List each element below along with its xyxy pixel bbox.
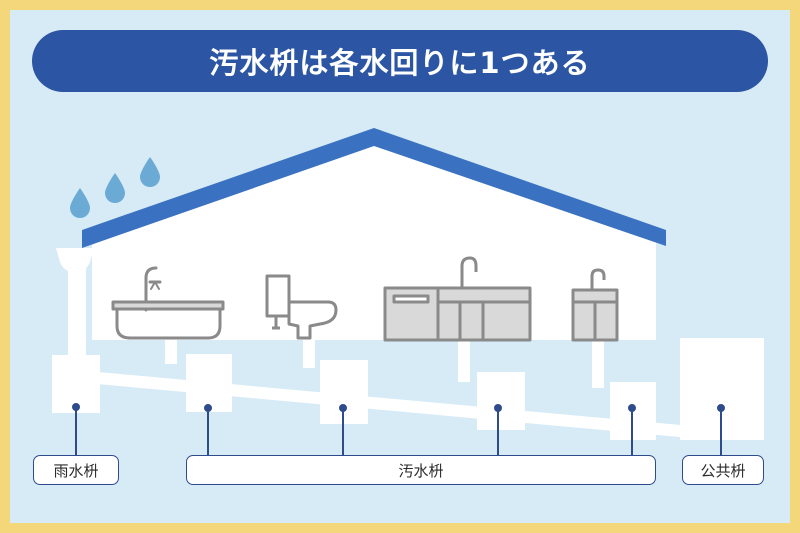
sewage-basin-label: 汚水枡 [186, 455, 656, 485]
label-connectors [72, 403, 725, 455]
raindrops [70, 157, 160, 218]
diagram-canvas: 汚水枡は各水回りに1つある [10, 10, 790, 523]
house-drainage-illustration [52, 128, 764, 455]
public-basin-label: 公共枡 [682, 455, 764, 485]
bathtub-icon [111, 266, 225, 340]
page-title: 汚水枡は各水回りに1つある [32, 30, 768, 92]
raindrop-icon [105, 173, 125, 203]
underground-pipes [52, 338, 764, 440]
raindrop-icon [70, 188, 90, 218]
raindrop-icon [140, 157, 160, 187]
toilet-icon [265, 274, 338, 340]
kitchen-counter-icon [383, 256, 532, 342]
rain-gutter [56, 248, 94, 365]
washbasin-icon [571, 268, 619, 342]
rain-basin-label: 雨水枡 [33, 455, 119, 485]
